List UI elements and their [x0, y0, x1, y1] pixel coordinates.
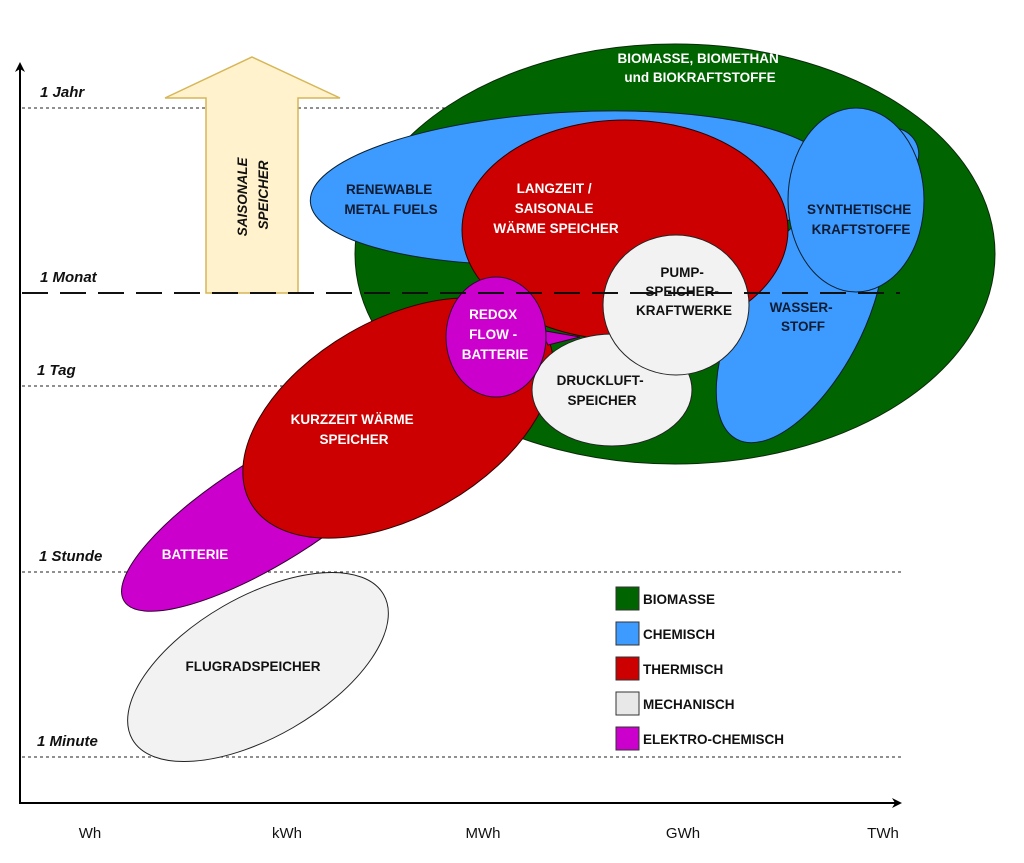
- y-tick-1-tag: 1 Tag: [37, 362, 76, 379]
- legend-item-biomasse: BIOMASSE: [615, 586, 715, 611]
- label-wasser-line-2: STOFF: [781, 319, 825, 334]
- y-tick-1-stunde: 1 Stunde: [39, 548, 102, 565]
- label-kurzzeit-waerme: KURZZEIT WÄRME SPEICHER: [291, 412, 418, 447]
- label-biomasse: BIOMASSE, BIOMETHAN und BIOKRAFTSTOFFE: [617, 51, 782, 85]
- region-pumpspeicher: [602, 234, 750, 376]
- label-langzeit-line-3: WÄRME SPEICHER: [493, 221, 619, 236]
- legend-label: THERMISCH: [643, 662, 723, 677]
- legend-item-elektro-chemisch: ELEKTRO-CHEMISCH: [615, 726, 784, 751]
- label-redox-flow: REDOX FLOW - BATTERIE: [462, 307, 529, 362]
- label-synth-line-2: KRAFTSTOFFE: [812, 222, 911, 237]
- x-tick-twh: TWh: [867, 825, 899, 842]
- label-biomasse-line-2: und BIOKRAFTSTOFFE: [624, 70, 775, 85]
- legend-swatch: [615, 726, 640, 751]
- label-druck-line-1: DRUCKLUFT-: [557, 373, 644, 388]
- legend-label: BIOMASSE: [643, 592, 715, 607]
- region-redox-flow: [445, 276, 547, 398]
- x-tick-labels: Wh kWh MWh GWh TWh: [79, 825, 899, 842]
- legend-item-mechanisch: MECHANISCH: [615, 691, 735, 716]
- label-kurzzeit-line-1: KURZZEIT WÄRME: [291, 412, 414, 427]
- label-pump-line-1: PUMP-: [660, 265, 704, 280]
- label-redox-line-2: FLOW -: [469, 327, 517, 342]
- label-redox-line-3: BATTERIE: [462, 347, 529, 362]
- x-tick-wh: Wh: [79, 825, 102, 842]
- x-tick-kwh: kWh: [272, 825, 302, 842]
- y-tick-1-jahr: 1 Jahr: [40, 84, 85, 101]
- x-tick-mwh: MWh: [466, 825, 501, 842]
- label-rmf-line-1: RENEWABLE: [346, 182, 432, 197]
- label-redox-line-1: REDOX: [469, 307, 517, 322]
- label-pumpspeicher: PUMP- SPEICHER- KRAFTWERKE: [636, 265, 732, 318]
- legend-item-chemisch: CHEMISCH: [615, 621, 715, 646]
- y-tick-labels: 1 Jahr 1 Monat 1 Tag 1 Stunde 1 Minute: [37, 84, 102, 750]
- label-langzeit-line-1: LANGZEIT /: [517, 181, 592, 196]
- arrow-up-icon: [164, 56, 341, 294]
- legend-label: MECHANISCH: [643, 697, 735, 712]
- label-synthetische-kraftstoffe: SYNTHETISCHE KRAFTSTOFFE: [807, 202, 915, 237]
- label-pump-line-2: SPEICHER-: [645, 284, 719, 299]
- label-pump-line-3: KRAFTWERKE: [636, 303, 732, 318]
- label-druck-line-2: SPEICHER: [567, 393, 636, 408]
- label-wasser-line-1: WASSER-: [770, 300, 833, 315]
- arrow-label-line-1: SAISONALE: [235, 157, 250, 237]
- x-tick-gwh: GWh: [666, 825, 700, 842]
- legend-swatch: [615, 691, 640, 716]
- label-renewable-metal-fuels: RENEWABLE METAL FUELS: [344, 182, 437, 217]
- legend-swatch: [615, 621, 640, 646]
- label-flugradspeicher: FLUGRADSPEICHER: [185, 659, 320, 674]
- label-wasserstoff: WASSER- STOFF: [770, 300, 837, 334]
- legend: BIOMASSE CHEMISCH THERMISCH MECHANISCH ELEKT…: [615, 586, 784, 751]
- label-biomasse-line-1: BIOMASSE, BIOMETHAN: [617, 51, 778, 66]
- label-druckluftspeicher: DRUCKLUFT- SPEICHER: [557, 373, 648, 408]
- seasonal-storage-arrow: SAISONALE SPEICHER: [164, 56, 341, 294]
- y-tick-1-minute: 1 Minute: [37, 733, 98, 750]
- label-rmf-line-2: METAL FUELS: [344, 202, 437, 217]
- label-langzeit-line-2: SAISONALE: [515, 201, 594, 216]
- region-synthetische-kraftstoffe: [787, 107, 925, 293]
- label-synth-line-1: SYNTHETISCHE: [807, 202, 911, 217]
- y-tick-1-monat: 1 Monat: [40, 269, 98, 286]
- region-flugradspeicher: [127, 571, 389, 763]
- label-kurzzeit-line-2: SPEICHER: [319, 432, 388, 447]
- label-langzeit-waerme: LANGZEIT / SAISONALE WÄRME SPEICHER: [493, 181, 619, 236]
- legend-item-thermisch: THERMISCH: [615, 656, 723, 681]
- legend-label: CHEMISCH: [643, 627, 715, 642]
- legend-swatch: [615, 586, 640, 611]
- legend-swatch: [615, 656, 640, 681]
- label-batterie: BATTERIE: [162, 547, 229, 562]
- arrow-label: SAISONALE SPEICHER: [235, 154, 271, 237]
- legend-label: ELEKTRO-CHEMISCH: [643, 732, 784, 747]
- arrow-label-line-2: SPEICHER: [256, 160, 271, 229]
